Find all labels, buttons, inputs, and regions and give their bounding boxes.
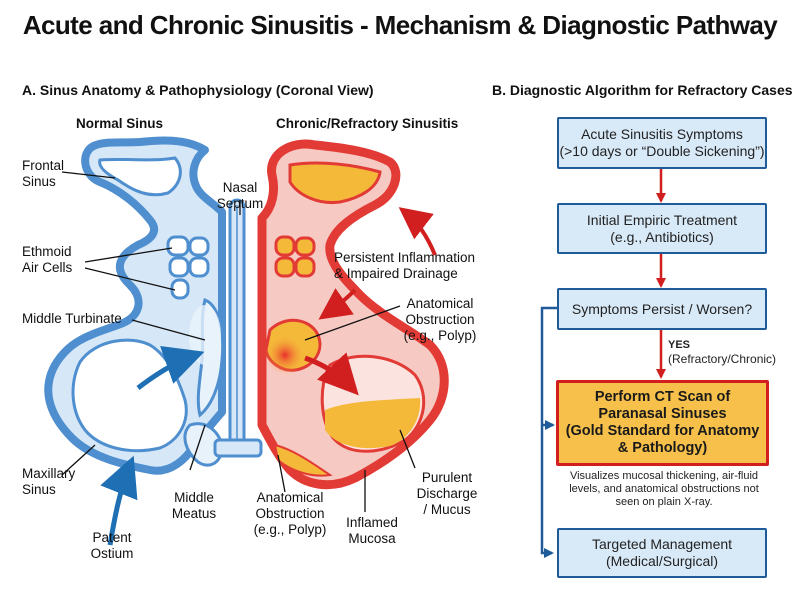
chronic-ethmoid-cells	[274, 235, 316, 278]
normal-sinus-half	[44, 136, 226, 475]
normal-ethmoid-cells	[166, 235, 210, 300]
nasal-septum	[213, 198, 263, 458]
flow-step-empiric-treatment: Initial Empiric Treatment(e.g., Antibiot…	[557, 203, 767, 254]
chronic-frontal-sinus	[288, 161, 382, 205]
panel-a-heading: A. Sinus Anatomy & Pathophysiology (Coro…	[22, 82, 374, 98]
panel-b-heading: B. Diagnostic Algorithm for Refractory C…	[492, 82, 793, 98]
normal-frontal-sinus	[98, 156, 182, 197]
chronic-sinusitis-heading: Chronic/Refractory Sinusitis	[276, 116, 459, 131]
flow-step-symptoms-persist: Symptoms Persist / Worsen?	[557, 288, 767, 330]
flow-step-acute-symptoms: Acute Sinusitis Symptoms(>10 days or “Do…	[557, 117, 767, 169]
airflow-arrows	[100, 346, 205, 546]
ct-scan-note: Visualizes mucosal thickening, air-fluid…	[569, 470, 759, 508]
label-persistent-inflammation: Persistent Inflammation& Impaired Draina…	[334, 250, 476, 281]
normal-sinus-heading: Normal Sinus	[76, 116, 164, 131]
page-title: Acute and Chronic Sinusitis - Mechanism …	[22, 10, 778, 40]
normal-maxillary-sinus	[71, 338, 188, 453]
leader-lines	[61, 171, 416, 512]
flow-step-targeted-management: Targeted Management(Medical/Surgical)	[557, 528, 767, 578]
inflammation-arrows	[304, 207, 437, 396]
no-branch-connector	[540, 306, 557, 558]
yes-branch-label: YES(Refractory/Chronic)	[668, 339, 777, 366]
label-middle-turbinate: Middle Turbinate	[22, 311, 122, 326]
